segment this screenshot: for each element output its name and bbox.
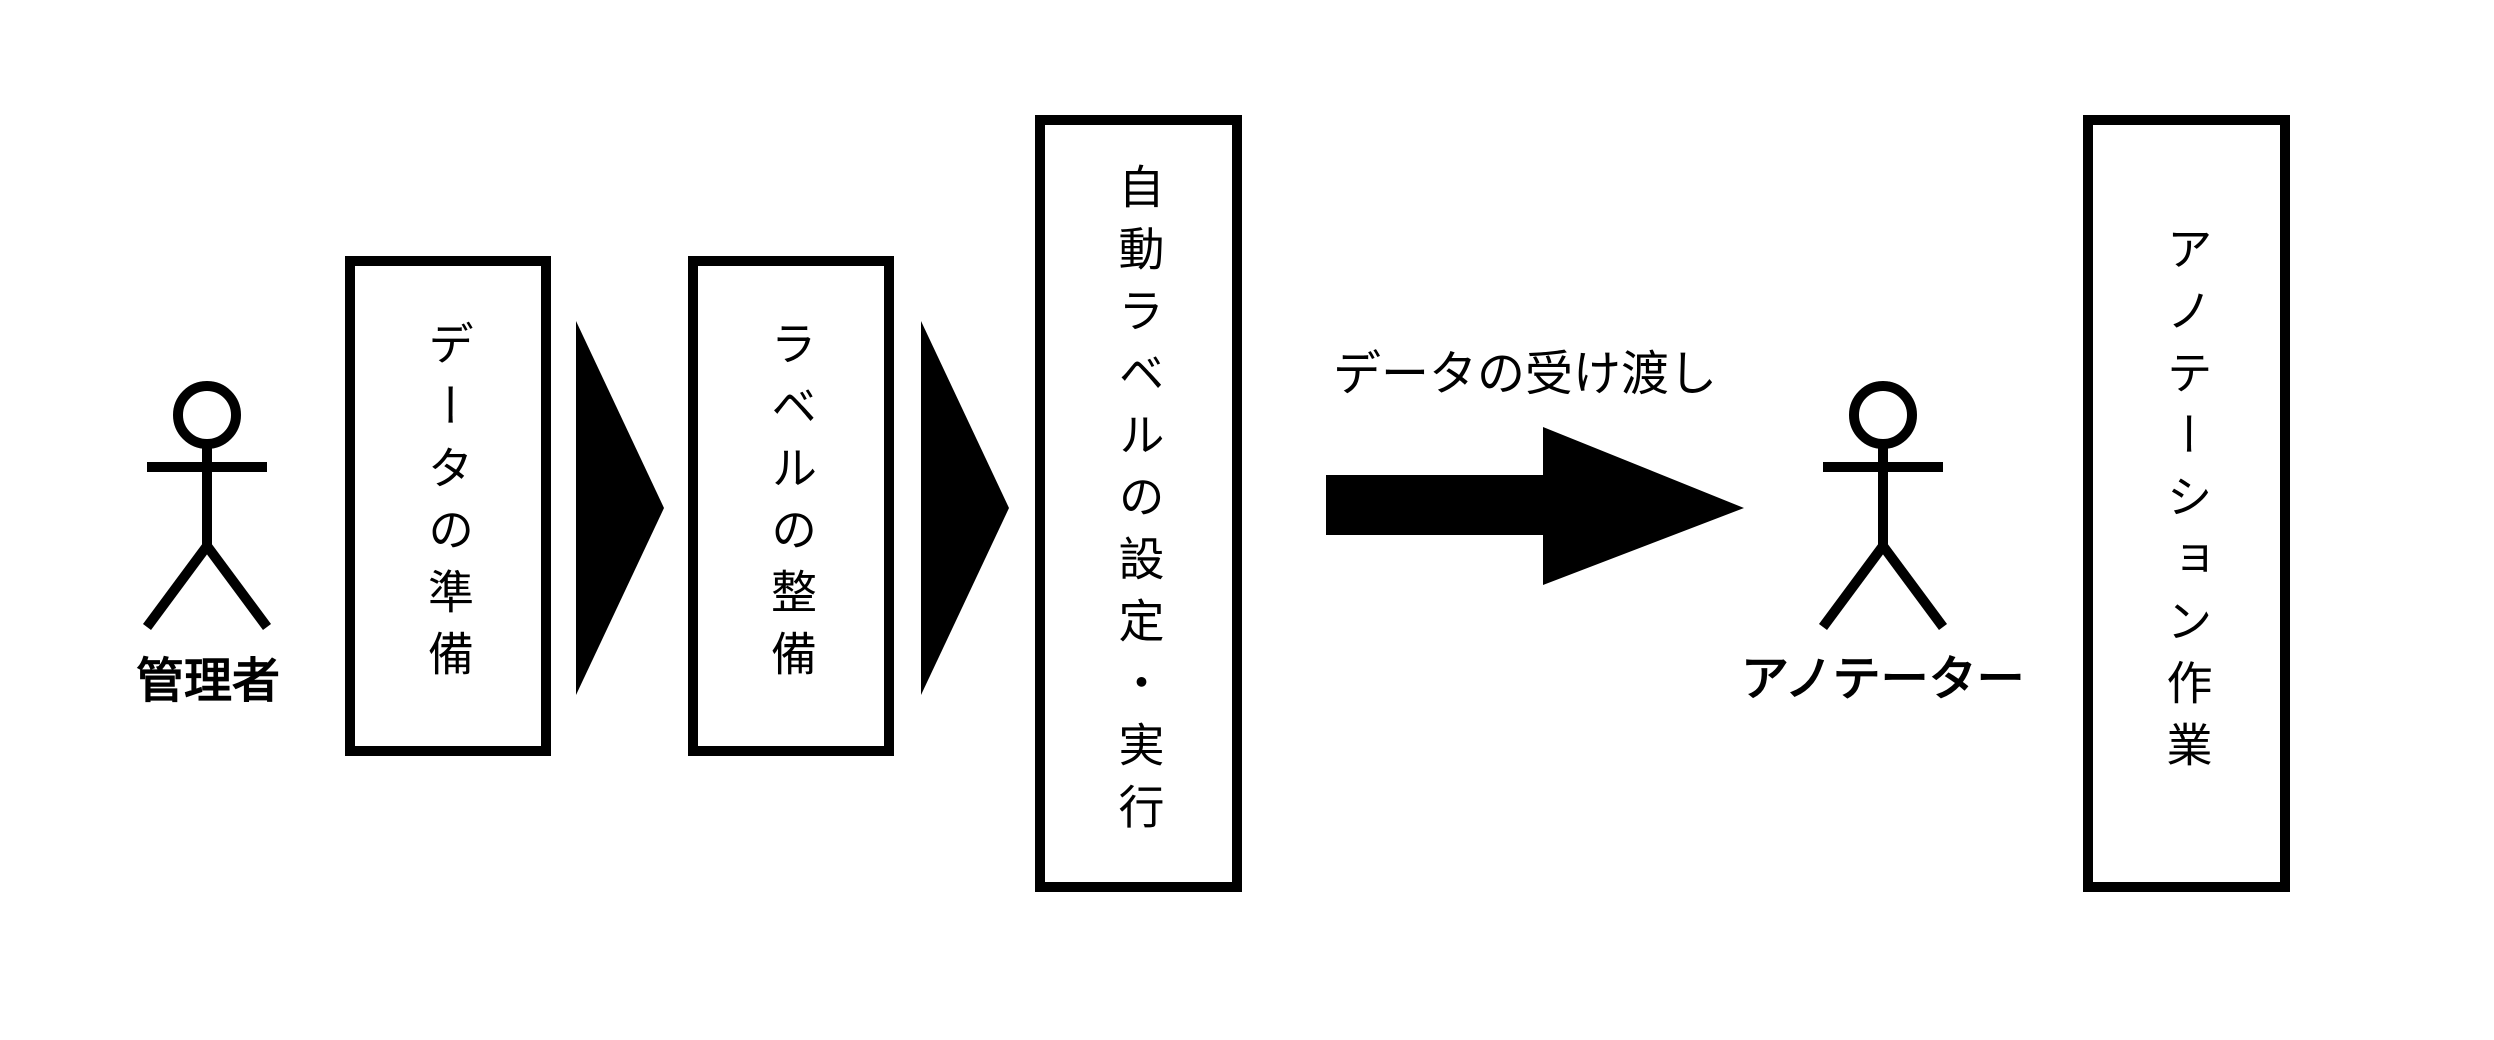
admin-right-leg xyxy=(202,543,272,630)
admin-head xyxy=(173,381,241,449)
admin-left-leg xyxy=(142,543,212,630)
step-data-prep-box: データの準備 xyxy=(345,256,551,756)
step-annotation-work-box: アノテーション作業 xyxy=(2083,115,2290,892)
annotator-label: アノテーター xyxy=(1741,651,2025,707)
annotator-head xyxy=(1849,381,1917,449)
step-data-prep-label: データの準備 xyxy=(421,320,475,692)
step-auto-label-box: 自動ラベルの設定・実行 xyxy=(1035,115,1242,892)
annotator-stick-figure-icon xyxy=(1818,381,1948,630)
annotator-left-leg xyxy=(1818,543,1888,630)
step-label-org-label: ラベルの整備 xyxy=(764,320,818,692)
annotator-right-leg xyxy=(1878,543,1948,630)
admin-label: 管理者 xyxy=(136,653,281,709)
handoff-block-arrow-icon xyxy=(1326,427,1744,585)
chevron-arrow-2-icon xyxy=(921,321,1009,695)
admin-stick-figure-icon xyxy=(142,381,272,630)
handoff-edge-label: データの受け渡し xyxy=(1333,346,1718,402)
chevron-arrow-1-icon xyxy=(576,321,664,695)
step-auto-label-label: 自動ラベルの設定・実行 xyxy=(1111,162,1166,845)
step-annotation-work-label: アノテーション作業 xyxy=(2159,224,2214,783)
step-label-org-box: ラベルの整備 xyxy=(688,256,894,756)
